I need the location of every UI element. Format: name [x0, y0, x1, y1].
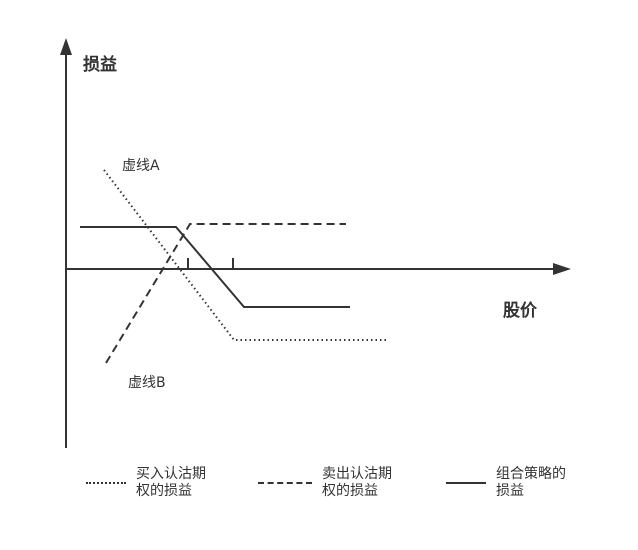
y-axis-label: 损益: [83, 55, 117, 75]
y-axis-arrow-icon: [60, 38, 72, 55]
legend-solid-swatch: [446, 482, 486, 484]
annotation-line-a: 虚线A: [122, 158, 160, 174]
legend-text-line2: 权的损益: [136, 483, 192, 499]
annotation-line-b: 虚线B: [128, 375, 166, 391]
legend-item-combined: 组合策略的 损益: [446, 466, 566, 500]
series-buy-put-dotted: [103, 169, 386, 341]
legend-item-buy-put: 买入认沽期 权的损益: [86, 466, 206, 500]
series-sell-put-dashed: [105, 223, 346, 364]
legend-text-line2: 权的损益: [322, 483, 378, 499]
x-axis-label: 股价: [503, 301, 537, 321]
legend-text-line1: 卖出认沽期: [322, 466, 392, 482]
series-combined-solid: [80, 226, 350, 308]
legend-item-sell-put: 卖出认沽期 权的损益: [258, 466, 392, 500]
legend-dotted-swatch: [86, 482, 126, 484]
legend-text-line1: 组合策略的: [496, 466, 566, 482]
legend-text-line1: 买入认沽期: [136, 466, 206, 482]
legend-text-line2: 损益: [496, 483, 524, 499]
legend-dashed-swatch: [258, 482, 312, 484]
x-axis-arrow-icon: [553, 263, 571, 275]
